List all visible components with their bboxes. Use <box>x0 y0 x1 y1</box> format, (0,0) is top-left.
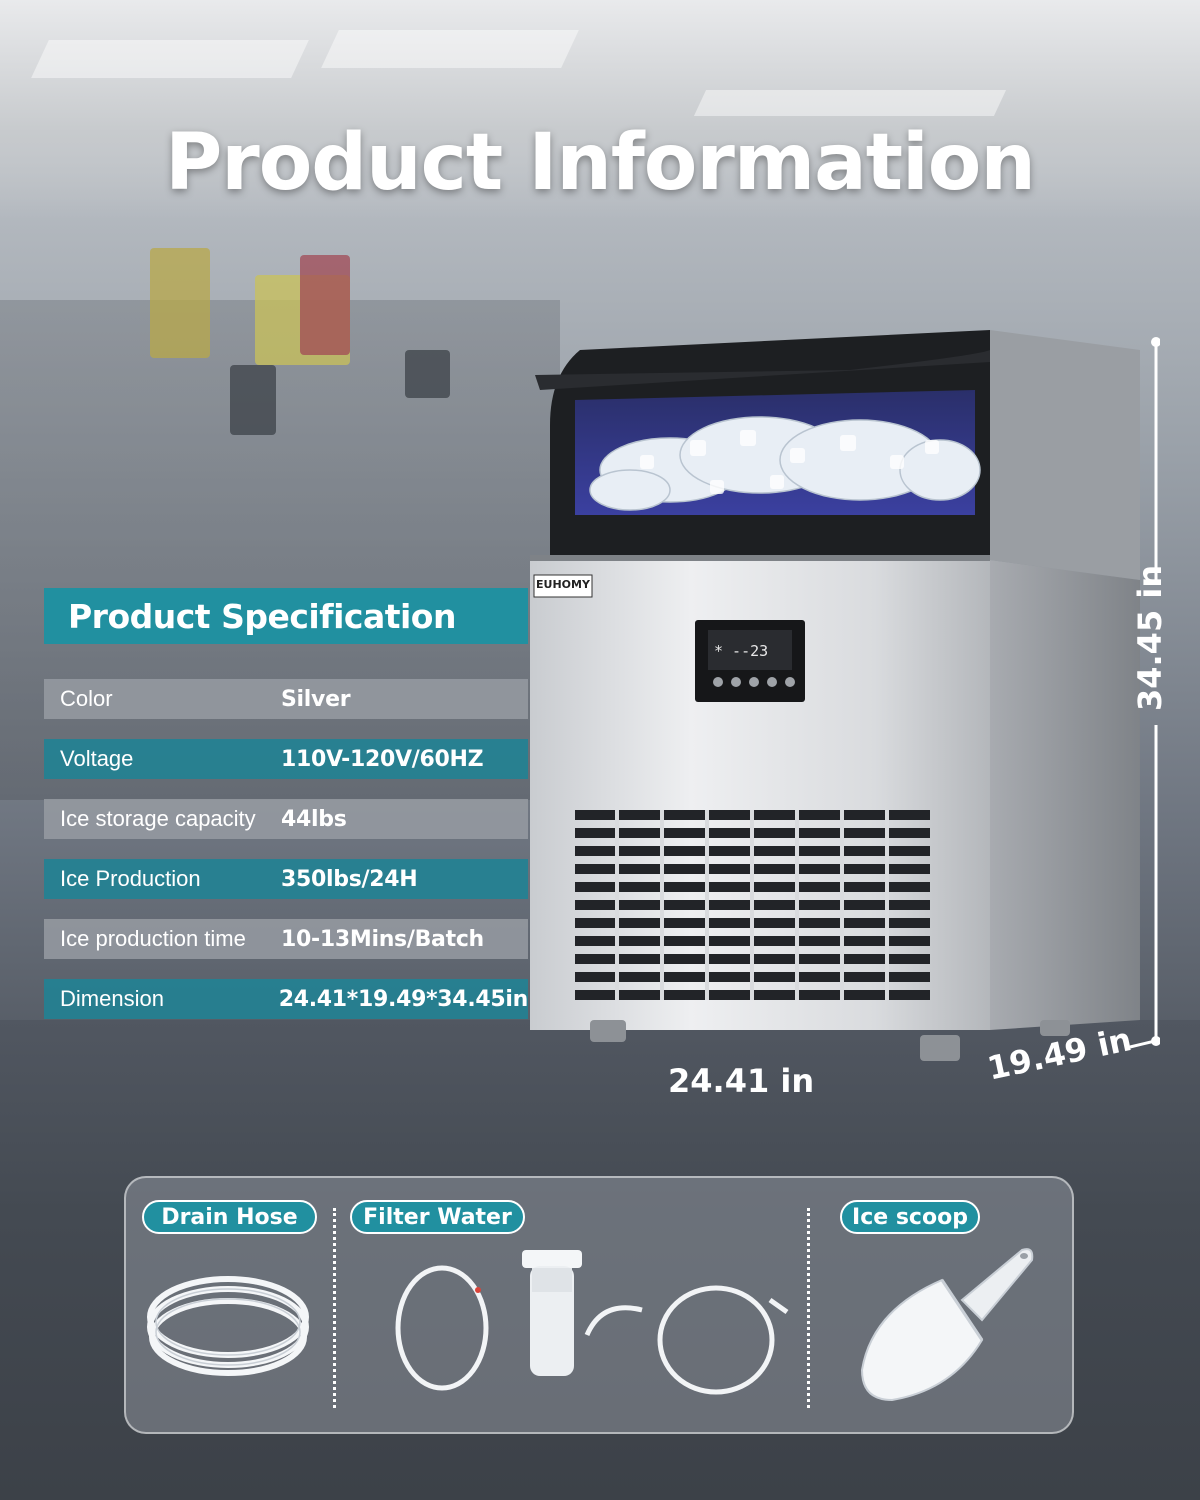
spec-label: Ice production time <box>60 926 246 951</box>
spec-value: 10-13Mins/Batch <box>281 926 484 952</box>
utensil-holder <box>405 350 450 398</box>
spec-row: Ice production time 10-13Mins/Batch <box>44 919 528 959</box>
hood-filter <box>31 40 309 78</box>
cutting-board <box>300 255 350 355</box>
control-display: * --23 <box>714 642 769 660</box>
hood-filter <box>693 90 1007 116</box>
spec-heading: Product Specification <box>68 596 456 636</box>
utensil-holder <box>230 365 276 435</box>
brand-logo: EUHOMY <box>536 578 590 591</box>
accessory-label-drain-hose: Drain Hose <box>142 1200 317 1234</box>
water-filter-image <box>395 1250 789 1395</box>
ice-scoop-image <box>860 1248 1034 1402</box>
spec-row: Ice Production 350lbs/24H <box>44 859 528 899</box>
spec-value: 24.41*19.49*34.45in <box>278 986 529 1012</box>
spec-row: Ice storage capacity 44lbs <box>44 799 528 839</box>
accessory-label-ice-scoop: Ice scoop <box>840 1200 980 1234</box>
ice-maker-image <box>530 330 1160 1061</box>
spec-row: Color Silver <box>44 679 528 719</box>
accessory-label-filter-water: Filter Water <box>350 1200 525 1234</box>
spec-row: Dimension 24.41*19.49*34.45in <box>44 979 528 1019</box>
spec-label: Voltage <box>60 746 134 771</box>
accessories-panel: Drain Hose Filter Water Ice scoop <box>124 1176 1074 1434</box>
spec-value: Silver <box>281 686 351 712</box>
spec-row: Voltage 110V-120V/60HZ <box>44 739 528 779</box>
page-title: Product Information <box>165 118 1036 208</box>
divider <box>807 1208 810 1408</box>
range-hood <box>0 0 1200 220</box>
spec-value: 350lbs/24H <box>281 866 418 892</box>
kitchen-counter <box>0 300 560 800</box>
drain-hose-image <box>147 1276 309 1376</box>
spec-value: 110V-120V/60HZ <box>281 746 484 772</box>
spec-label: Ice storage capacity <box>60 806 256 831</box>
spec-label: Dimension <box>60 986 164 1011</box>
cutting-board <box>150 248 210 358</box>
spec-value: 44lbs <box>281 806 347 832</box>
spec-header: Product Specification <box>44 588 528 644</box>
height-dimension: 34.45 in <box>1131 564 1169 711</box>
spec-label: Ice Production <box>60 866 201 891</box>
spec-label: Color <box>60 686 113 711</box>
width-dimension: 24.41 in <box>668 1062 815 1100</box>
divider <box>333 1208 336 1408</box>
hood-filter <box>321 30 579 68</box>
